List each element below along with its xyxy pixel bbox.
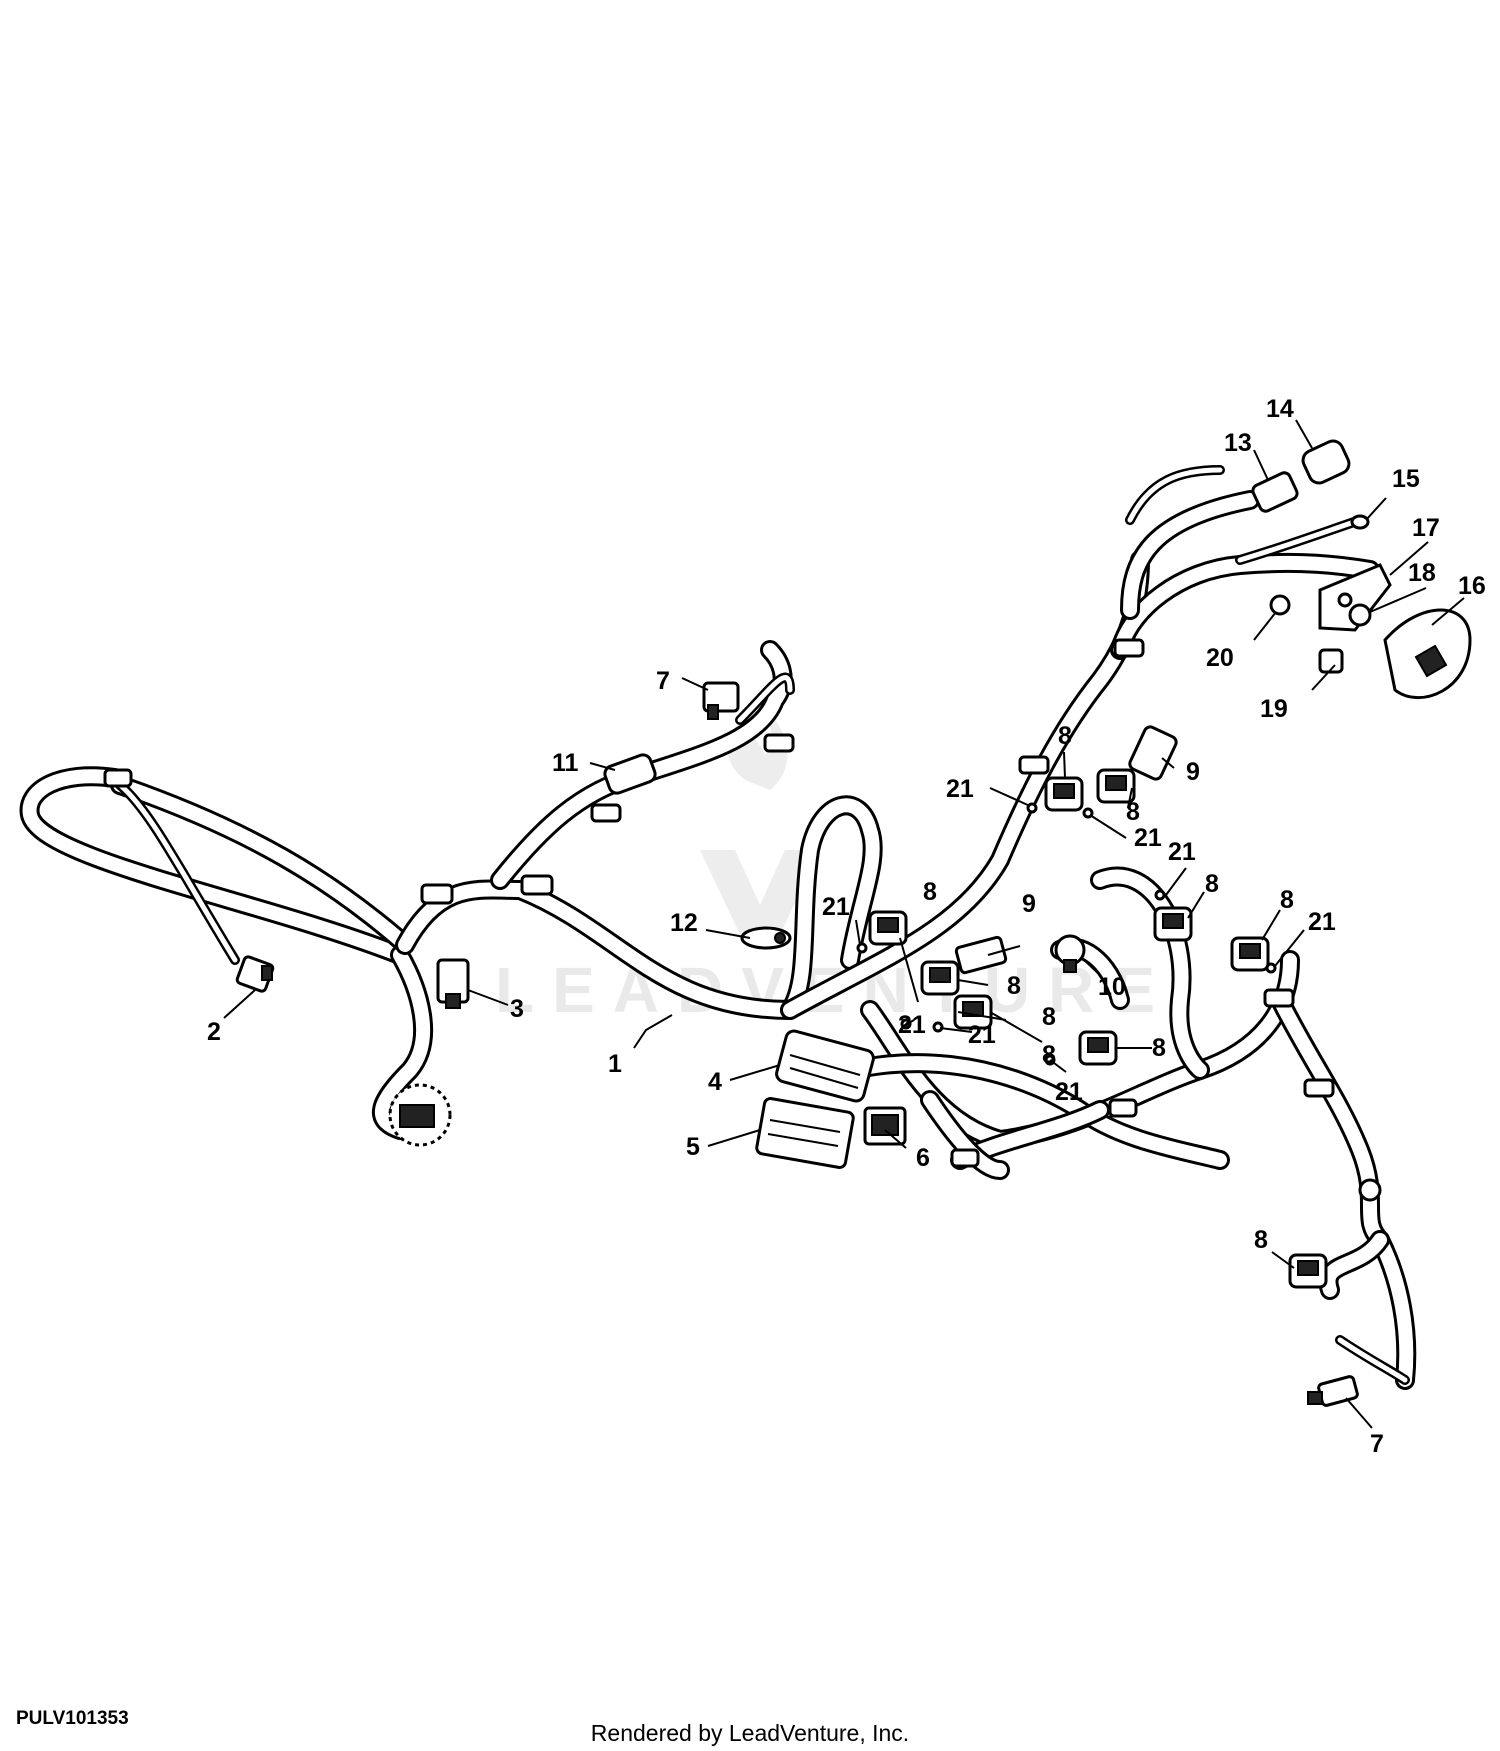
callout-3: 3: [510, 995, 524, 1023]
connector-ecu-open: [388, 1083, 452, 1147]
nut-20: [1269, 594, 1291, 616]
callout-21-f: 21: [1168, 838, 1196, 866]
callout-labels: 1 2 3 4 5 6 7 7 8 8 8 8 8 8 8 8 8 8 9 9 …: [207, 395, 1486, 1458]
callout-8-i: 8: [1254, 1226, 1268, 1254]
connector-5: [755, 1097, 855, 1169]
callout-7-upper: 7: [656, 667, 670, 695]
callout-21-d: 21: [898, 1011, 926, 1039]
callout-5: 5: [686, 1133, 700, 1161]
callout-8-h: 8: [1280, 886, 1294, 914]
callout-21-g: 21: [1308, 908, 1336, 936]
figure-id: PULV101353: [16, 1708, 129, 1729]
callout-8-j: 8: [1042, 1041, 1056, 1069]
callout-6: 6: [916, 1144, 930, 1172]
callout-8-c: 8: [1042, 1003, 1056, 1031]
callout-7-lower: 7: [1370, 1430, 1384, 1458]
callout-8-g: 8: [1205, 870, 1219, 898]
callout-19: 19: [1260, 695, 1288, 723]
callout-21-h: 21: [1055, 1078, 1083, 1106]
callout-15: 15: [1392, 465, 1420, 493]
connector-11: [603, 753, 657, 795]
beacon-16: [1383, 608, 1472, 700]
render-credit: Rendered by LeadVenture, Inc.: [590, 1720, 910, 1746]
connectors: [235, 439, 1472, 1407]
connector-8-d: [1044, 776, 1084, 812]
callout-21-c: 21: [822, 893, 850, 921]
harness-bundle: [19, 465, 1417, 1390]
harness-clips: [103, 638, 1382, 1202]
connector-7-upper: [702, 681, 740, 720]
callout-10: 10: [1098, 973, 1126, 1001]
connector-9-upper: [1128, 725, 1178, 781]
connector-8-f: [1078, 1030, 1118, 1066]
leader-lines: [223, 419, 1465, 1429]
connector-2: [235, 955, 275, 993]
callout-21-b: 21: [1134, 824, 1162, 852]
fuse-15: [1350, 514, 1370, 530]
callout-1: 1: [608, 1050, 622, 1078]
callout-2: 2: [207, 1018, 221, 1046]
connector-8-b: [920, 960, 960, 996]
callout-21-a: 21: [946, 775, 974, 803]
connector-12: [740, 926, 792, 950]
connector-8-c: [953, 994, 993, 1030]
connector-8-i: [1288, 1253, 1328, 1289]
connector-8-h: [1230, 936, 1270, 972]
bolt-19: [1318, 648, 1344, 674]
callout-21-e: 21: [968, 1021, 996, 1049]
callout-8-d: 8: [1058, 722, 1072, 750]
connector-7-lower: [1307, 1375, 1359, 1407]
bracket-17: [1318, 563, 1392, 632]
connector-8-e: [1096, 768, 1136, 804]
callout-13: 13: [1224, 429, 1252, 457]
callout-16: 16: [1458, 572, 1486, 600]
callout-8-e: 8: [1126, 798, 1140, 826]
callout-11: 11: [552, 749, 579, 777]
connector-10: [1054, 934, 1086, 973]
grommet-18: [1348, 603, 1372, 627]
connector-14: [1301, 439, 1351, 485]
callout-9-upper: 9: [1186, 758, 1200, 786]
connector-8-a: [868, 910, 908, 946]
connector-6: [863, 1106, 907, 1146]
callout-12: 12: [670, 909, 698, 937]
connector-9-lower: [954, 935, 1008, 975]
connector-3: [436, 958, 470, 1009]
connector-8-g: [1153, 906, 1193, 942]
connector-13: [1251, 471, 1299, 513]
callout-8-f: 8: [1152, 1034, 1166, 1062]
callout-9-lower: 9: [1022, 890, 1036, 918]
connector-4: [775, 1029, 875, 1103]
callout-17: 17: [1412, 514, 1440, 542]
callout-18: 18: [1408, 559, 1436, 587]
callout-8-b: 8: [1007, 972, 1021, 1000]
ties-21: [856, 802, 1277, 1066]
callout-8-a: 8: [923, 878, 937, 906]
callout-14: 14: [1266, 395, 1294, 423]
callout-4: 4: [708, 1068, 722, 1096]
callout-20: 20: [1206, 644, 1234, 672]
